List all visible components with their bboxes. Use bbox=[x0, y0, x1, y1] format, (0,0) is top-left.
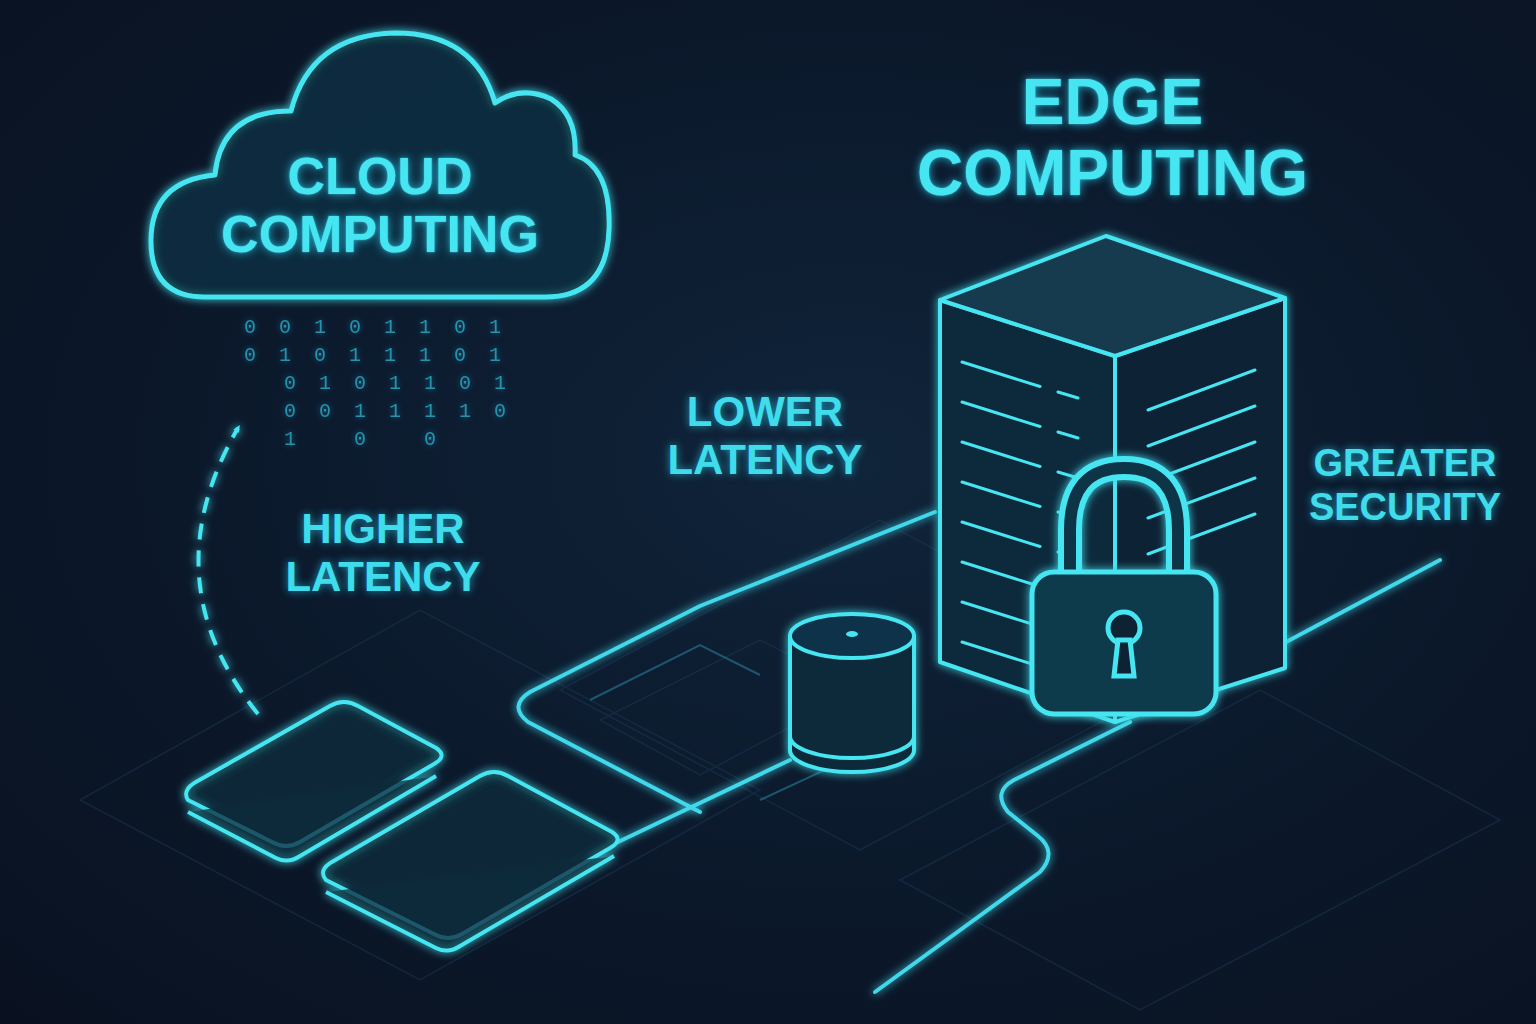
padlock-shackle-inner bbox=[1070, 468, 1178, 575]
circuit-trace bbox=[618, 760, 790, 842]
server-vent bbox=[962, 602, 1040, 627]
server-vent bbox=[962, 402, 1040, 427]
server-vent bbox=[962, 362, 1040, 387]
padlock-shackle bbox=[1070, 468, 1178, 575]
server-vent bbox=[1148, 370, 1255, 410]
node-title: CLOUD COMPUTING bbox=[145, 147, 615, 263]
cloud-shape: CLOUD COMPUTING bbox=[145, 15, 615, 305]
server-node: EDGE COMPUTING bbox=[935, 230, 1290, 725]
server-tower bbox=[940, 236, 1285, 722]
tablet-edge bbox=[326, 856, 614, 951]
floor-tile bbox=[80, 610, 760, 980]
security-label: GREATER SECURITY bbox=[1285, 442, 1525, 529]
edge-device-cylinder bbox=[790, 614, 914, 772]
server-vent bbox=[1058, 432, 1078, 438]
circuit-trace bbox=[875, 722, 1130, 992]
binary-data: 0 1 0 1 1 0 1 bbox=[284, 374, 506, 394]
binary-data: 0 1 0 1 1 1 0 1 bbox=[244, 346, 501, 366]
server-vent bbox=[962, 642, 1040, 667]
server-vent bbox=[1058, 392, 1078, 398]
mobile-devices bbox=[186, 702, 617, 951]
binary-data: 0 0 1 0 1 1 0 1 bbox=[244, 318, 501, 338]
padlock-keyhole-slot bbox=[1114, 640, 1134, 676]
circuit-trace bbox=[590, 645, 760, 700]
server-vent bbox=[962, 482, 1040, 507]
binary-data: 0 0 1 1 1 1 0 bbox=[284, 402, 506, 422]
cylinder-light bbox=[846, 631, 858, 637]
server-vent bbox=[962, 562, 1040, 587]
cylinder-band bbox=[790, 736, 914, 758]
latency-label: LOWER LATENCY bbox=[655, 388, 875, 485]
server-vent bbox=[1148, 514, 1255, 554]
padlock bbox=[1032, 468, 1216, 714]
server-vent bbox=[962, 442, 1040, 467]
cylinder-top bbox=[790, 614, 914, 658]
padlock-body bbox=[1032, 572, 1216, 714]
server-vent bbox=[962, 522, 1040, 547]
latency-label: HIGHER LATENCY bbox=[268, 505, 498, 602]
node-title: EDGE COMPUTING bbox=[898, 67, 1328, 210]
circuit-trace bbox=[518, 512, 935, 812]
upload-arrow bbox=[198, 428, 258, 714]
binary-data: 1 0 0 bbox=[284, 430, 436, 450]
server-top-face bbox=[940, 236, 1285, 356]
floor-tile bbox=[900, 690, 1500, 1010]
server-vent bbox=[1148, 406, 1255, 446]
